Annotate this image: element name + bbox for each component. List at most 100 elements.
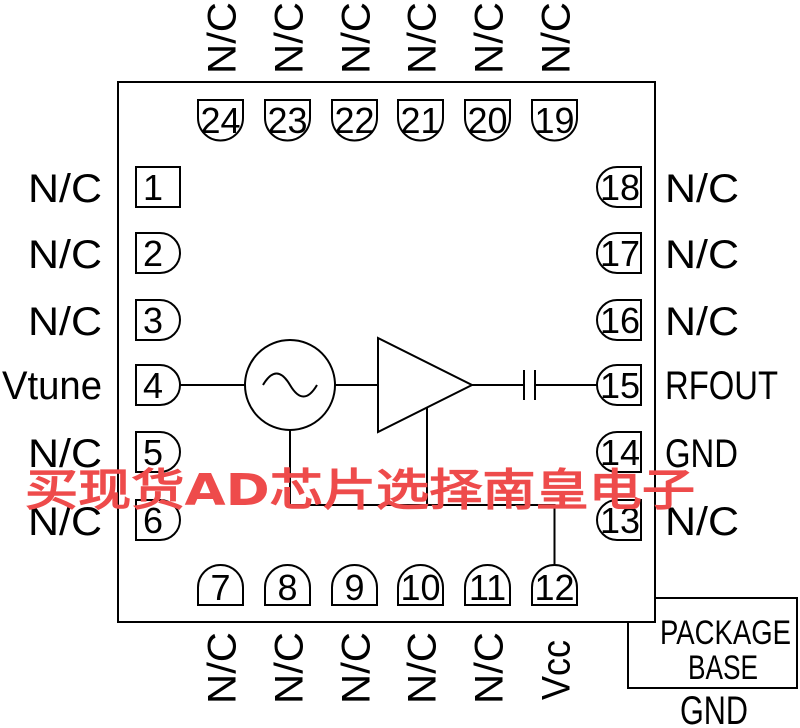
pin-3: 3 N/C (28, 299, 181, 344)
pin-pad (197, 99, 244, 142)
pin-pad (264, 564, 311, 606)
pin-label: N/C (665, 167, 739, 211)
pin-number: 4 (143, 365, 163, 406)
package-base-line2: BASE (688, 649, 758, 687)
pin-label: N/C (28, 432, 102, 476)
pin-label: N/C (335, 632, 379, 704)
pin-pad (596, 431, 642, 473)
pin-22: 22 N/C (331, 2, 379, 142)
pin-label: RFOUT (665, 364, 778, 408)
pin-number: 6 (143, 500, 163, 541)
pin-7: 7 N/C (197, 564, 245, 704)
pin-10: 10 N/C (397, 564, 445, 704)
pin-number: 19 (534, 100, 574, 141)
pin-label: N/C (335, 2, 379, 74)
pin-label: N/C (401, 632, 445, 704)
pin-label: N/C (665, 300, 739, 344)
vcc-bus-wire (290, 504, 556, 565)
pin-16: 16 N/C (596, 299, 739, 344)
vco-circuit (180, 336, 597, 565)
pin-pad (397, 564, 444, 606)
pin-number: 8 (277, 567, 297, 608)
pin-pad (135, 499, 181, 541)
pin-pad (331, 99, 378, 142)
pin-pad (397, 99, 444, 142)
pin-17: 17 N/C (596, 232, 739, 277)
pin-pad (135, 431, 181, 473)
pin-label: N/C (268, 2, 312, 74)
pin-number: 18 (600, 167, 640, 208)
pin-label: N/C (28, 300, 102, 344)
pin-number: 10 (400, 567, 440, 608)
pin-21: 21 N/C (397, 2, 445, 142)
pin-number: 14 (600, 432, 640, 473)
pin-label: N/C (468, 632, 512, 704)
pin-pad (531, 564, 578, 606)
pin-24: 24 N/C (197, 2, 245, 142)
pin-number: 22 (334, 100, 374, 141)
pin-number: 2 (143, 233, 163, 274)
pin-15: 15 RFOUT (596, 364, 778, 408)
pin-number: 20 (467, 100, 507, 141)
pin-number: 15 (600, 365, 640, 406)
pin-14: 14 GND (596, 431, 738, 476)
pin-pad (135, 364, 181, 406)
pin-4: 4 Vtune (2, 364, 181, 408)
pin-pad (596, 299, 642, 341)
package-base-box (627, 597, 798, 689)
pin-pad (197, 564, 244, 606)
pin-number: 17 (600, 233, 640, 274)
pin-number: 9 (344, 567, 364, 608)
package-base-connection: GND (680, 689, 748, 728)
pin-number: 7 (210, 567, 230, 608)
pin-2: 2 N/C (28, 232, 181, 277)
pin-label: N/C (268, 632, 312, 704)
pin-label: N/C (201, 2, 245, 74)
pin-9: 9 N/C (331, 564, 379, 704)
pin-label: N/C (468, 2, 512, 74)
pin-label: Vcc (535, 640, 579, 700)
pin-number: 12 (534, 567, 574, 608)
package-base-line1: PACKAGE (660, 614, 791, 652)
pin-number: 24 (200, 100, 240, 141)
package-body (117, 81, 656, 623)
pin-pad (135, 232, 181, 274)
pin-pad (596, 364, 642, 406)
pin-1: 1 N/C (28, 166, 181, 211)
pin-12: 12 Vcc (531, 564, 579, 700)
pin-5: 5 N/C (28, 431, 181, 476)
pin-number: 13 (600, 500, 640, 541)
pin-number: 23 (267, 100, 307, 141)
amplifier-icon (377, 336, 475, 434)
pin-label: N/C (665, 500, 739, 544)
pin-20: 20 N/C (464, 2, 512, 142)
watermark-text: 买现货AD芯片选择南皇电子 (25, 465, 695, 516)
pin-label: N/C (201, 632, 245, 704)
pin-19: 19 N/C (531, 2, 579, 142)
pin-label: GND (665, 432, 738, 476)
pin-18: 18 N/C (596, 166, 739, 211)
pin-6: 6 N/C (28, 499, 181, 544)
pin-pad (135, 299, 181, 341)
pin-pad (596, 166, 642, 208)
pin-pad (531, 99, 578, 142)
pin-pad (331, 564, 378, 606)
pin-13: 13 N/C (596, 499, 739, 544)
pin-8: 8 N/C (264, 564, 312, 704)
pin-label: N/C (28, 500, 102, 544)
pin-label: N/C (665, 233, 739, 277)
pin-number: 5 (143, 432, 163, 473)
pin-pad (464, 99, 511, 142)
pin-number: 21 (400, 100, 440, 141)
pin-label: N/C (401, 2, 445, 74)
pin-pad (596, 232, 642, 274)
pin-label: N/C (535, 2, 579, 74)
pin-number: 3 (143, 300, 163, 341)
package-base: PACKAGE BASE GND (660, 614, 791, 728)
pin-number: 1 (143, 167, 163, 208)
sine-wave-icon (262, 372, 318, 398)
pin-23: 23 N/C (264, 2, 312, 142)
pin-label: Vtune (2, 364, 102, 408)
pin-pad (135, 166, 181, 208)
